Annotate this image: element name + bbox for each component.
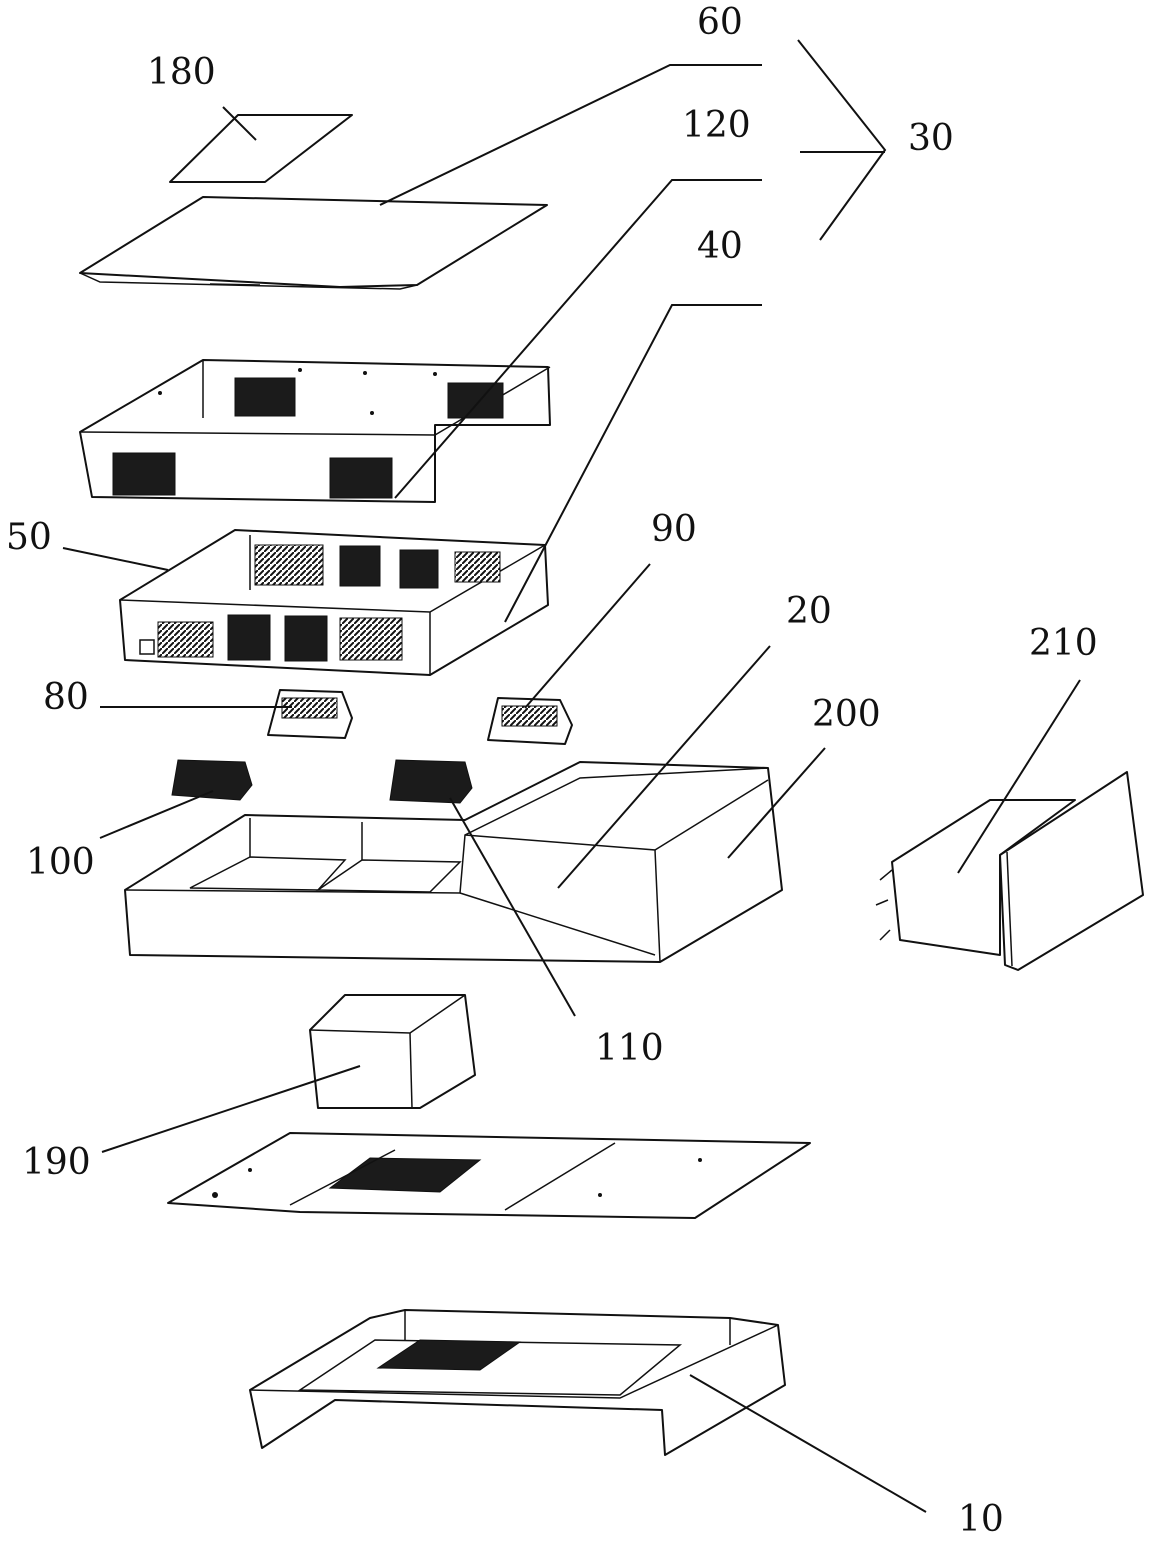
label-80: 80 — [43, 680, 89, 716]
label-50: 50 — [6, 520, 52, 556]
part-110-module — [390, 760, 472, 803]
part-190-box — [310, 995, 475, 1108]
base-plate — [168, 1133, 810, 1218]
label-120: 120 — [682, 108, 751, 144]
part-50-inner-frame — [120, 530, 548, 675]
label-60: 60 — [697, 5, 743, 41]
part-120-outer-shell — [80, 360, 550, 502]
label-30: 30 — [908, 121, 954, 157]
label-90: 90 — [651, 512, 697, 548]
label-110: 110 — [595, 1031, 664, 1067]
part-60-top-cover — [80, 197, 547, 289]
part-100-module — [172, 760, 252, 800]
part-180-label-plate — [170, 115, 352, 182]
label-20: 20 — [786, 594, 832, 630]
label-210: 210 — [1029, 626, 1098, 662]
label-200: 200 — [812, 697, 881, 733]
part-90-module — [488, 698, 572, 744]
label-100: 100 — [26, 845, 95, 881]
label-40: 40 — [697, 229, 743, 265]
label-180: 180 — [147, 55, 216, 91]
part-80-module — [268, 690, 352, 738]
part-210-side-box — [876, 772, 1143, 970]
label-190: 190 — [22, 1145, 91, 1181]
label-10: 10 — [958, 1502, 1004, 1538]
